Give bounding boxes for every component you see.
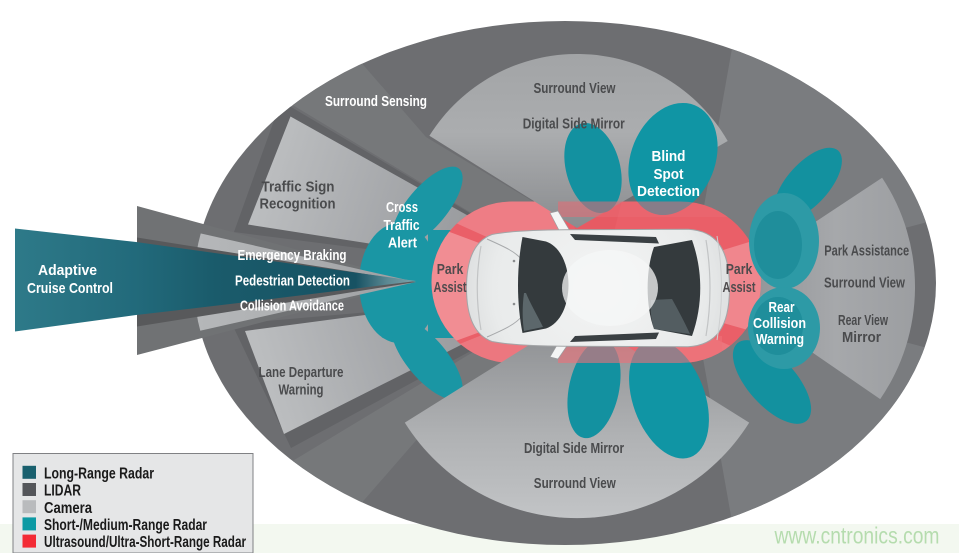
svg-text:Ultrasound/Ultra-Short-Range R: Ultrasound/Ultra-Short-Range Radar [44,534,246,551]
svg-text:Assist: Assist [723,279,756,296]
svg-text:Traffic Sign: Traffic Sign [262,179,335,196]
svg-text:www.cntronics.com: www.cntronics.com [774,523,940,549]
svg-text:Park Assistance: Park Assistance [824,243,909,260]
svg-text:Warning: Warning [279,382,324,399]
svg-text:Surround View: Surround View [534,80,616,97]
svg-text:Cruise Control: Cruise Control [27,280,113,297]
svg-text:Traffic: Traffic [384,217,420,234]
svg-text:Collision: Collision [753,315,806,332]
svg-text:Detection: Detection [637,183,700,200]
svg-text:Alert: Alert [388,235,417,252]
svg-text:Park: Park [726,261,753,278]
svg-text:Lane Departure: Lane Departure [259,364,344,381]
svg-text:Assist: Assist [434,279,467,296]
svg-text:Camera: Camera [44,500,92,517]
svg-text:Blind: Blind [652,148,686,165]
svg-text:Surround View: Surround View [534,475,616,492]
svg-text:Collision Avoidance: Collision Avoidance [240,298,344,315]
svg-text:Digital Side Mirror: Digital Side Mirror [524,440,624,457]
svg-text:Rear: Rear [769,299,795,316]
svg-text:Adaptive: Adaptive [38,262,97,279]
svg-text:Rear View: Rear View [838,312,888,329]
svg-text:Long-Range Radar: Long-Range Radar [44,465,154,482]
svg-text:LIDAR: LIDAR [44,483,81,500]
svg-text:Digital Side Mirror: Digital Side Mirror [523,116,625,133]
svg-text:Recognition: Recognition [260,196,336,213]
svg-text:Surround View: Surround View [824,275,905,292]
svg-text:Spot: Spot [654,166,684,183]
svg-text:Emergency Braking: Emergency Braking [238,247,347,264]
svg-text:Short-/Medium-Range Radar: Short-/Medium-Range Radar [44,517,207,534]
svg-text:Mirror: Mirror [842,329,881,346]
svg-text:Cross: Cross [386,199,418,216]
svg-text:Warning: Warning [756,331,804,348]
svg-text:Pedestrian Detection: Pedestrian Detection [235,273,350,290]
svg-text:Surround Sensing: Surround Sensing [325,93,427,110]
svg-text:Park: Park [437,261,464,278]
